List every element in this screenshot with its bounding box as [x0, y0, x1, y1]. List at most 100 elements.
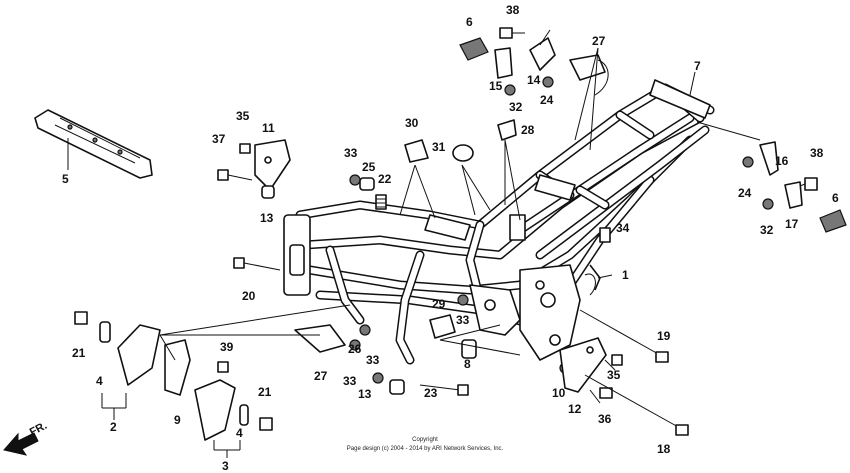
part-32-nut-upper: [504, 84, 516, 96]
part-3-guard: [194, 379, 236, 441]
callout-20: 20: [242, 289, 256, 303]
part-4-spacer-right: [239, 404, 249, 426]
callout-13: 13: [358, 387, 372, 401]
callout-13: 13: [260, 211, 274, 225]
leader-lines: [67, 47, 761, 458]
direction-label: FR.: [28, 420, 49, 439]
part-20-bolt: [233, 257, 281, 271]
callout-6: 6: [832, 191, 839, 205]
callout-11: 11: [262, 121, 275, 135]
callout-2: 2: [110, 420, 117, 434]
part-33-nut-d: [372, 372, 384, 384]
callout-19: 19: [657, 329, 671, 343]
part-29-rubber: [429, 314, 456, 339]
part-31-clamp: [452, 144, 474, 162]
callout-31: 31: [432, 140, 446, 154]
callout-9: 9: [174, 413, 181, 427]
callout-6: 6: [466, 15, 473, 29]
part-37-bolt: [217, 169, 253, 181]
part-26-nut: [349, 339, 361, 351]
part-24-nut-right: [742, 156, 754, 168]
callout-35: 35: [236, 109, 250, 123]
callout-37: 37: [212, 132, 226, 146]
callout-24: 24: [540, 93, 554, 107]
callout-4: 4: [96, 374, 103, 388]
part-22-spring: [375, 194, 387, 210]
part-21-bolt-right: [259, 417, 273, 431]
part-2-guard: [117, 324, 161, 386]
callout-17: 17: [785, 217, 799, 231]
callout-5: 5: [62, 172, 69, 186]
callout-39: 39: [220, 340, 234, 354]
callout-27: 27: [592, 34, 606, 48]
callout-33: 33: [343, 374, 357, 388]
callout-38: 38: [810, 146, 824, 160]
part-38-bolt-upper: [499, 27, 525, 39]
part-8-collar: [461, 339, 477, 359]
callout-26: 26: [348, 342, 362, 356]
callout-1: 1: [622, 268, 629, 282]
part-16-bracket: [759, 141, 779, 176]
callout-33: 33: [344, 146, 358, 160]
part-30-clip: [404, 139, 429, 163]
part-36-nut: [599, 387, 613, 399]
part-17-holder: [784, 181, 803, 209]
callout-21: 21: [258, 385, 272, 399]
callout-38: 38: [506, 3, 520, 17]
part-27-clamp-lower: [294, 324, 346, 353]
callout-25: 25: [362, 160, 376, 174]
callout-14: 14: [527, 73, 541, 87]
part-19-bolt: [579, 309, 669, 363]
part-27-clamp-upper: [569, 54, 609, 96]
part-9-bracket: [164, 339, 191, 396]
callout-labels: 6 38 27 7 15 14 32 24 35 11 37 5 30 31 2…: [62, 3, 839, 473]
part-6-pad-upper: [459, 37, 489, 61]
callout-36: 36: [598, 412, 612, 426]
callout-32: 32: [509, 100, 523, 114]
callout-27: 27: [314, 369, 328, 383]
part-28-clip: [497, 119, 517, 141]
part-4-spacer-left: [99, 321, 111, 343]
callout-21: 21: [72, 346, 86, 360]
callout-29: 29: [432, 297, 446, 311]
callout-23: 23: [424, 386, 438, 400]
callout-33: 33: [366, 353, 380, 367]
part-25-collar: [359, 177, 375, 191]
part-33-nut-a: [349, 174, 361, 186]
callout-16: 16: [775, 154, 789, 168]
part-11-bracket: [254, 139, 291, 191]
part-13-collar-upper: [261, 185, 275, 199]
part-18-bolt: [584, 374, 689, 436]
part-5-plate: [34, 109, 153, 179]
front-direction-arrow: FR.: [3, 420, 49, 456]
part-23-bolt: [419, 384, 469, 396]
part-21-bolt-left: [74, 311, 88, 325]
part-33-nut-b: [457, 294, 469, 306]
callout-32: 32: [760, 223, 774, 237]
part-34-bolt: [599, 227, 611, 243]
copyright-notice: Page design (c) 2004 - 2014 by ARI Netwo…: [347, 446, 504, 452]
callout-28: 28: [521, 123, 535, 137]
part-15-holder: [494, 47, 513, 79]
callout-22: 22: [378, 172, 392, 186]
callout-3: 3: [222, 459, 229, 473]
part-39-bolt: [217, 361, 229, 373]
callout-35: 35: [607, 368, 621, 382]
part-32-nut-right: [762, 198, 774, 210]
part-6-pad-right: [819, 209, 847, 233]
copyright-title: Copyright: [412, 437, 438, 443]
part-14-bracket: [529, 29, 556, 71]
callout-30: 30: [405, 116, 419, 130]
main-frame: [283, 79, 715, 365]
callout-24: 24: [738, 186, 752, 200]
callout-8: 8: [464, 357, 471, 371]
arrow-icon: [3, 432, 39, 456]
callout-7: 7: [694, 59, 701, 73]
part-35-bolt-lower: [611, 354, 623, 366]
part-1-clip: [584, 273, 596, 296]
part-13-collar-lower: [389, 379, 405, 395]
callout-4: 4: [236, 426, 243, 440]
callout-18: 18: [657, 442, 671, 456]
callout-10: 10: [552, 386, 566, 400]
